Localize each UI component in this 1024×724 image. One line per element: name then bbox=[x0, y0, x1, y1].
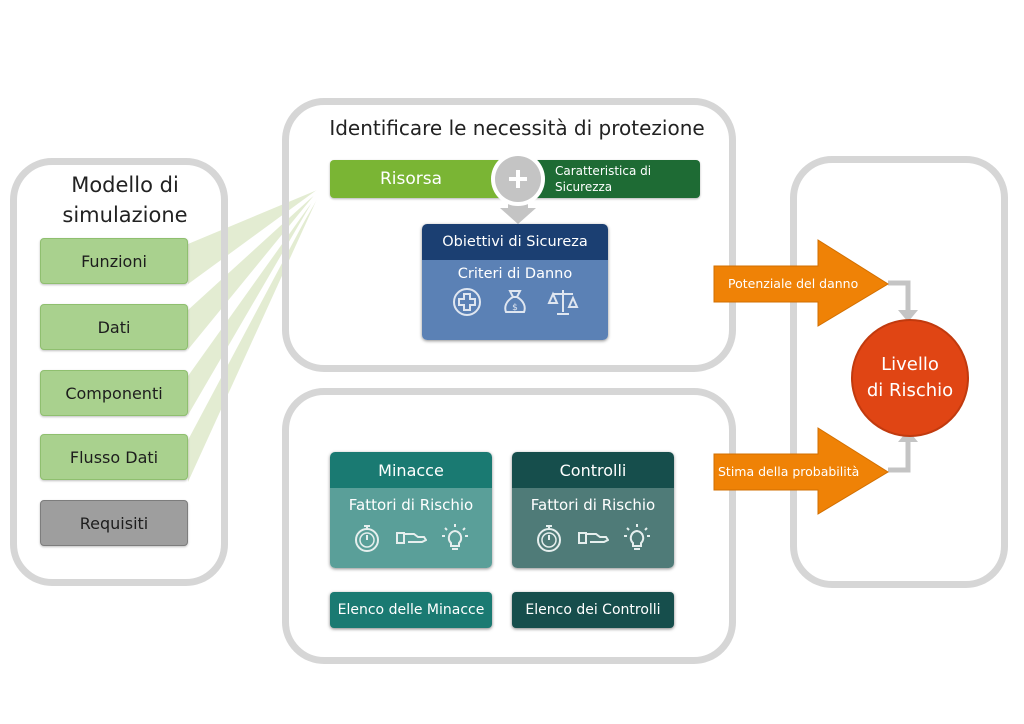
item-componenti[interactable]: Componenti bbox=[40, 370, 188, 416]
security-characteristic-box[interactable]: Caratteristica di Sicurezza bbox=[530, 160, 700, 198]
probability-estimate-arrow bbox=[713, 427, 889, 515]
simulation-model-title: Modello di simulazione bbox=[40, 170, 210, 230]
item-label: Dati bbox=[97, 317, 131, 337]
lightbulb-icon bbox=[442, 524, 468, 550]
threats-list-label: Elenco delle Minacce bbox=[337, 602, 485, 618]
health-cross-icon bbox=[453, 288, 481, 316]
threats-list-button[interactable]: Elenco delle Minacce bbox=[330, 592, 492, 628]
hand-icon bbox=[396, 532, 427, 544]
protection-needs-title: Identificare le necessità di protezione bbox=[329, 116, 705, 140]
risk-level-line1: Livello bbox=[881, 354, 939, 375]
probability-estimate-label: Stima della probabilità bbox=[718, 464, 860, 479]
controls-list-button[interactable]: Elenco dei Controlli bbox=[512, 592, 674, 628]
security-objectives-card[interactable]: Obiettivi di Sicureza Criteri di Danno $ bbox=[422, 224, 608, 340]
protection-needs-panel bbox=[282, 98, 736, 372]
item-funzioni[interactable]: Funzioni bbox=[40, 238, 188, 284]
risk-level-line2: di Rischio bbox=[866, 380, 954, 401]
item-label: Componenti bbox=[65, 383, 163, 403]
security-char-line1: Caratteristica di bbox=[555, 164, 652, 178]
simulation-model-panel bbox=[10, 158, 228, 586]
svg-text:$: $ bbox=[512, 303, 518, 313]
threats-controls-panel bbox=[282, 388, 736, 664]
objectives-header: Obiettivi di Sicureza bbox=[422, 224, 608, 260]
damage-potential-arrow bbox=[713, 239, 889, 327]
title-line1: Modello di bbox=[71, 173, 179, 197]
item-label: Flusso Dati bbox=[69, 447, 159, 467]
controls-header: Controlli bbox=[512, 452, 674, 488]
item-label: Funzioni bbox=[81, 251, 147, 271]
item-flusso-dati[interactable]: Flusso Dati bbox=[40, 434, 188, 480]
damage-criteria-label: Criteri di Danno bbox=[457, 266, 573, 282]
stopwatch-icon bbox=[355, 525, 379, 552]
controls-factors-label: Fattori di Rischio bbox=[530, 496, 656, 514]
lightbulb-icon bbox=[624, 524, 650, 550]
resource-box[interactable]: Risorsa bbox=[330, 160, 510, 198]
threats-header: Minacce bbox=[330, 452, 492, 488]
title-line2: simulazione bbox=[62, 203, 188, 227]
plus-combine-icon bbox=[491, 152, 545, 224]
scales-icon bbox=[547, 290, 579, 315]
controls-card[interactable]: Controlli Fattori di Rischio bbox=[512, 452, 674, 568]
risk-level-panel bbox=[790, 156, 1008, 588]
controls-list-label: Elenco dei Controlli bbox=[525, 602, 661, 618]
security-char-line2: Sicurezza bbox=[555, 180, 613, 194]
risk-level-circle: Livello di Rischio bbox=[851, 319, 969, 437]
damage-potential-label: Potenziale del danno bbox=[728, 276, 859, 291]
item-dati[interactable]: Dati bbox=[40, 304, 188, 350]
threats-factors-label: Fattori di Rischio bbox=[348, 496, 474, 514]
money-bag-icon: $ bbox=[504, 290, 526, 313]
threats-card[interactable]: Minacce Fattori di Rischio bbox=[330, 452, 492, 568]
item-label: Requisiti bbox=[79, 513, 149, 533]
resource-label: Risorsa bbox=[380, 169, 443, 189]
hand-icon bbox=[578, 532, 609, 544]
stopwatch-icon bbox=[537, 525, 561, 552]
item-requisiti[interactable]: Requisiti bbox=[40, 500, 188, 546]
